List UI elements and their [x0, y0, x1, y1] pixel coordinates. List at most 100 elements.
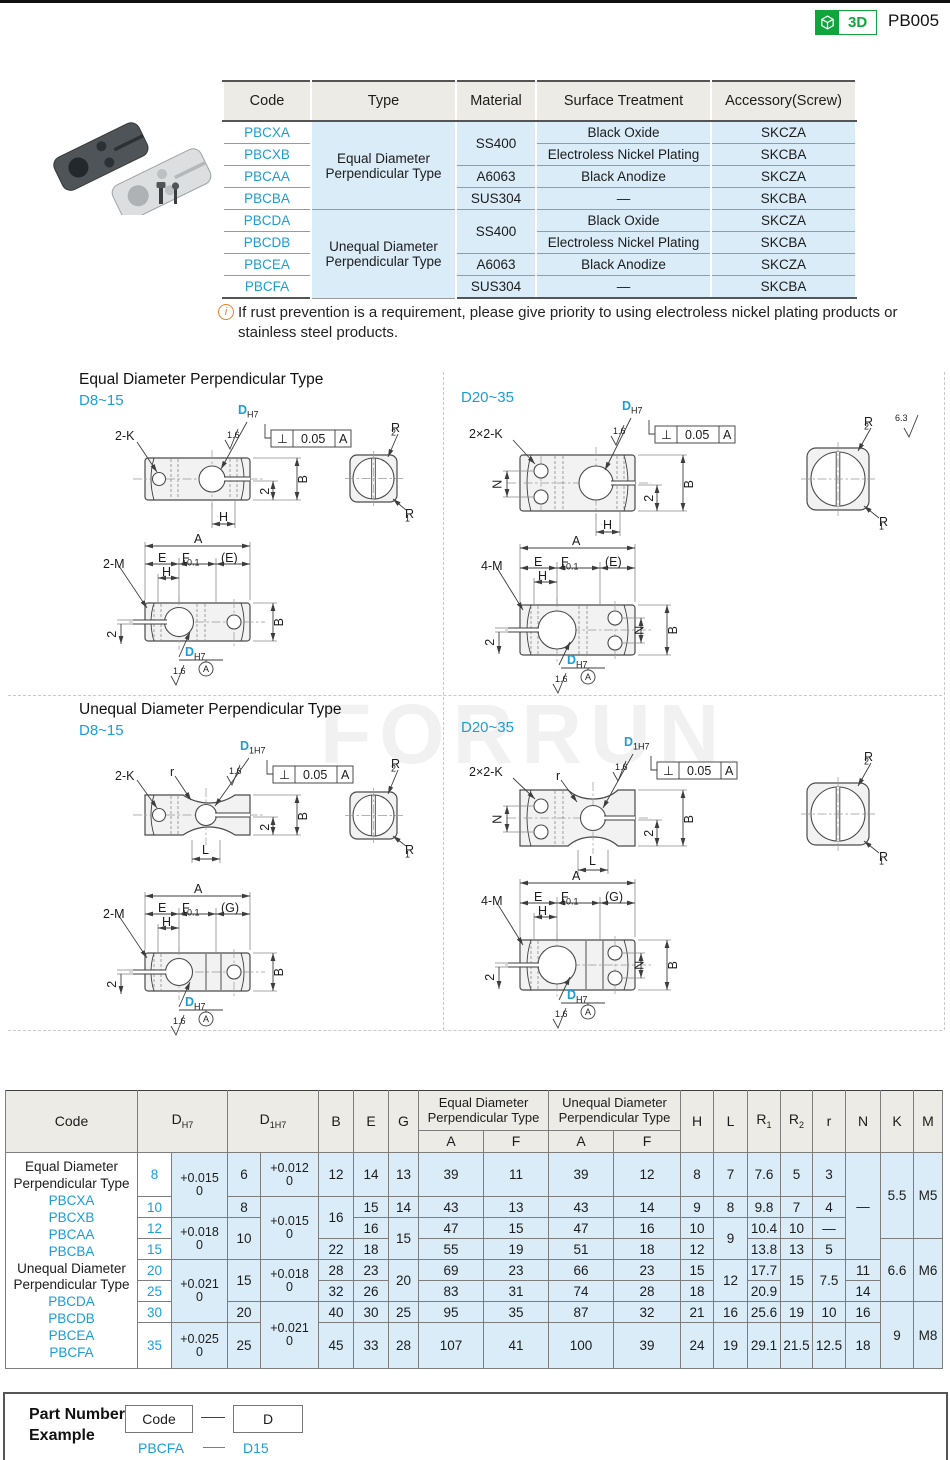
dim-label-n: N [632, 960, 647, 970]
cell-d1: 10 [227, 1217, 261, 1260]
roughness-value: 1.6 [227, 430, 240, 440]
code-link[interactable]: PBCDB [222, 231, 312, 254]
tol-value: 0.05 [303, 768, 328, 782]
cell-b: 45 [318, 1322, 354, 1369]
dim-label-2x2k: 2×2-K [469, 765, 503, 779]
surface-cell: — [535, 187, 712, 210]
cell-k: 5.5 [880, 1152, 914, 1239]
code-link[interactable]: PBCDA [48, 1294, 95, 1310]
cell-h: 12 [680, 1238, 714, 1260]
surface-cell: Electroless Nickel Plating [535, 143, 712, 166]
dim-label-l: L [202, 843, 209, 857]
col-header-un-a: A [548, 1130, 614, 1153]
cell-un-a: 47 [548, 1217, 614, 1239]
material-cell: A6063 [455, 165, 537, 188]
table-row: PBCDB Electroless Nickel Plating SKCBA [222, 231, 857, 254]
dim-label-b: B [295, 812, 310, 821]
code-link[interactable]: PBCXB [48, 1209, 95, 1225]
code-link[interactable]: PBCAA [48, 1226, 95, 1242]
cell-d1: 20 [227, 1301, 261, 1323]
code-link[interactable]: PBCBA [48, 1243, 95, 1259]
col-header-b: B [318, 1090, 354, 1153]
code-link[interactable]: PBCDB [48, 1311, 95, 1327]
cell-h: 24 [680, 1322, 714, 1369]
screw-cell: SKCBA [710, 187, 857, 210]
cell-un-a: 74 [548, 1280, 614, 1302]
cell-r2: 7 [780, 1196, 813, 1218]
code-link[interactable]: PBCFA [49, 1345, 94, 1361]
col-header-n: N [845, 1090, 881, 1153]
divider [8, 1030, 942, 1031]
code-link[interactable]: PBCXA [222, 120, 312, 144]
tol-datum: A [725, 764, 734, 778]
dim-label-2: 2 [642, 829, 657, 837]
dim-label-r: r [556, 769, 561, 783]
cell-h: 15 [680, 1259, 714, 1281]
cell-g: 15 [388, 1217, 419, 1260]
code-link[interactable]: PBCXB [222, 143, 312, 166]
roughness-value: 1.6 [173, 666, 186, 676]
col-header-d: DH7 [137, 1090, 228, 1153]
dim-label-b: B [681, 815, 696, 824]
code-link[interactable]: PBCBA [222, 187, 312, 210]
code-link[interactable]: PBCXA [48, 1192, 95, 1208]
dim-label-h: H [538, 904, 548, 918]
table-row: PBCDA Unequal Diameter Perpendicular Typ… [222, 209, 857, 299]
code-link[interactable]: PBCDA [222, 209, 312, 232]
cell-l: 19 [713, 1322, 748, 1369]
dim-label-d1: D1H7 [240, 739, 266, 756]
material-cell: SS400 [455, 120, 537, 166]
surface-cell: — [535, 275, 712, 299]
cell-r1: 7.6 [747, 1152, 781, 1197]
col-header-h: H [680, 1090, 714, 1153]
spec-header-accessory: Accessory(Screw) [710, 80, 857, 122]
cell-un-f: 39 [613, 1322, 681, 1369]
cell-l: 9 [713, 1217, 748, 1260]
cell-un-a: 51 [548, 1238, 614, 1260]
col-header-g: G [388, 1090, 419, 1153]
code-link[interactable]: PBCEA [48, 1328, 95, 1344]
cell-un-f: 18 [613, 1238, 681, 1260]
dim-label-2k: 2-K [115, 769, 135, 783]
col-header-l: L [713, 1090, 748, 1153]
cell-k: 6.6 [880, 1238, 914, 1302]
info-icon: i [218, 304, 234, 320]
tol-datum: A [723, 428, 732, 442]
cell-h: 9 [680, 1196, 714, 1218]
3d-badge[interactable]: 3D [815, 10, 878, 35]
cell-r: 10 [812, 1301, 846, 1323]
section-title: Equal Diameter Perpendicular Type [79, 371, 324, 388]
code-link[interactable]: PBCFA [222, 275, 312, 299]
cell-h: 21 [680, 1301, 714, 1323]
part-number-title: Part Number Example [29, 1406, 126, 1444]
dim-label-e: E [534, 890, 543, 904]
col-header-r2: R2 [780, 1090, 813, 1153]
cell-r: 7.5 [812, 1259, 846, 1302]
dim-label-n: N [490, 479, 505, 489]
cell-r2: 19 [780, 1301, 813, 1323]
code-link[interactable]: PBCAA [222, 165, 312, 188]
dim-label-2k: 2-K [115, 429, 135, 443]
group-label: Perpendicular Type [13, 1277, 130, 1293]
table-row: Equal Diameter Perpendicular Type PBCXA … [5, 1152, 943, 1369]
tol-perp-symbol: ⊥ [279, 768, 290, 782]
tol-perp-symbol: ⊥ [277, 432, 288, 446]
code-link[interactable]: PBCEA [222, 253, 312, 276]
roughness-value: 1.6 [229, 766, 242, 776]
cell-eq-a: 107 [418, 1322, 484, 1369]
cell-r1: 10.4 [747, 1217, 781, 1239]
cell-d: 8 [137, 1152, 172, 1197]
rust-note: i If rust prevention is a requirement, p… [218, 303, 914, 343]
cell-d: 20 [137, 1259, 172, 1281]
cell-un-a: 43 [548, 1196, 614, 1218]
d-box: D [233, 1405, 303, 1433]
dim-label-d: DH7 [185, 995, 206, 1012]
drawing-equal-d20-35: D20~35 2×2-K N DH7 1.6 ⊥ 0.05 A 6.3 B 2 … [455, 370, 945, 695]
dim-label-2: 2 [258, 487, 273, 495]
